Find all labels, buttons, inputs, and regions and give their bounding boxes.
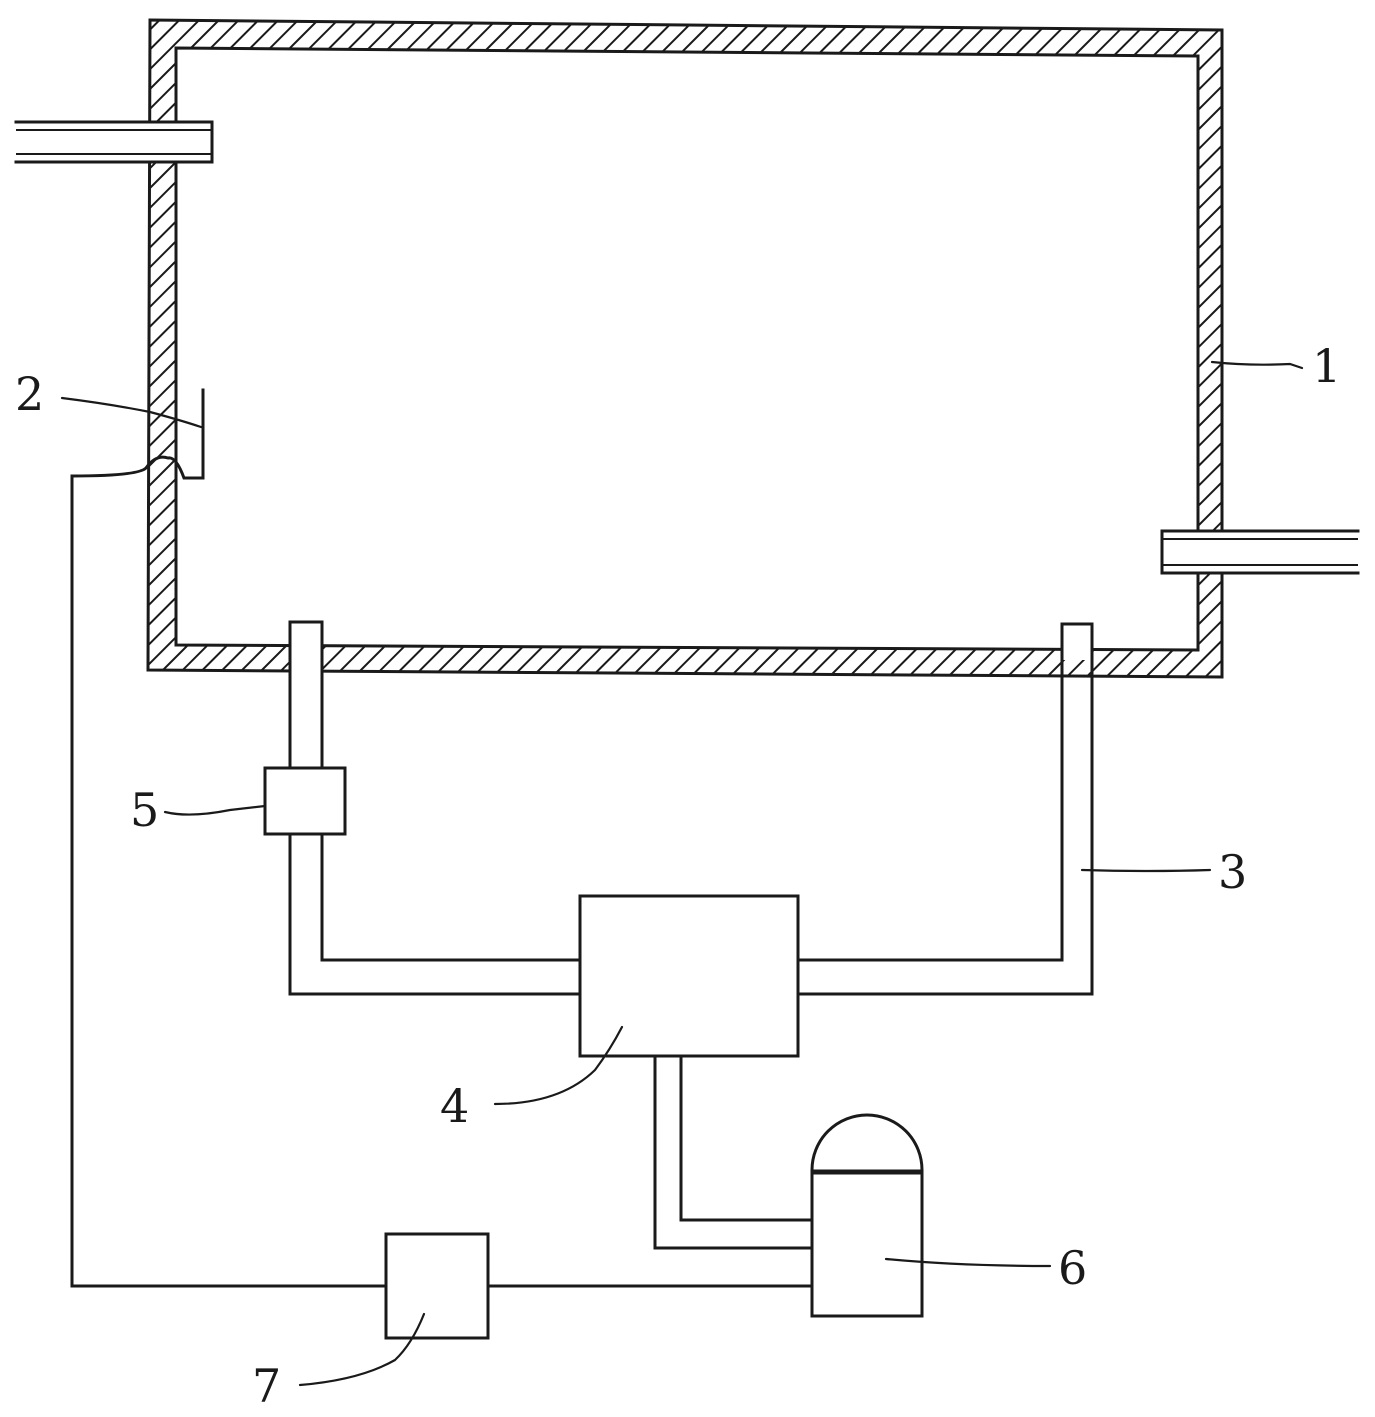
heat-exchanger-box: [578, 894, 800, 1058]
exchanger-to-tank-pipes: [653, 1054, 814, 1250]
chamber-wall: [146, 18, 1224, 679]
controller-box: [384, 1232, 490, 1340]
label-1: 1: [1312, 339, 1341, 393]
leader-lines: [60, 360, 1304, 1387]
sensor-signal-wire: [70, 455, 388, 1288]
inlet-pipe: [14, 120, 214, 164]
valve-box: [263, 766, 347, 836]
tank: [810, 1113, 924, 1318]
outlet-pipe: [1160, 529, 1360, 575]
label-3: 3: [1218, 845, 1247, 899]
label-7: 7: [252, 1359, 281, 1413]
label-4: 4: [440, 1079, 469, 1133]
label-5: 5: [130, 783, 159, 837]
label-6: 6: [1058, 1241, 1087, 1295]
circulation-pipe: [288, 620, 1094, 996]
label-2: 2: [15, 367, 44, 421]
